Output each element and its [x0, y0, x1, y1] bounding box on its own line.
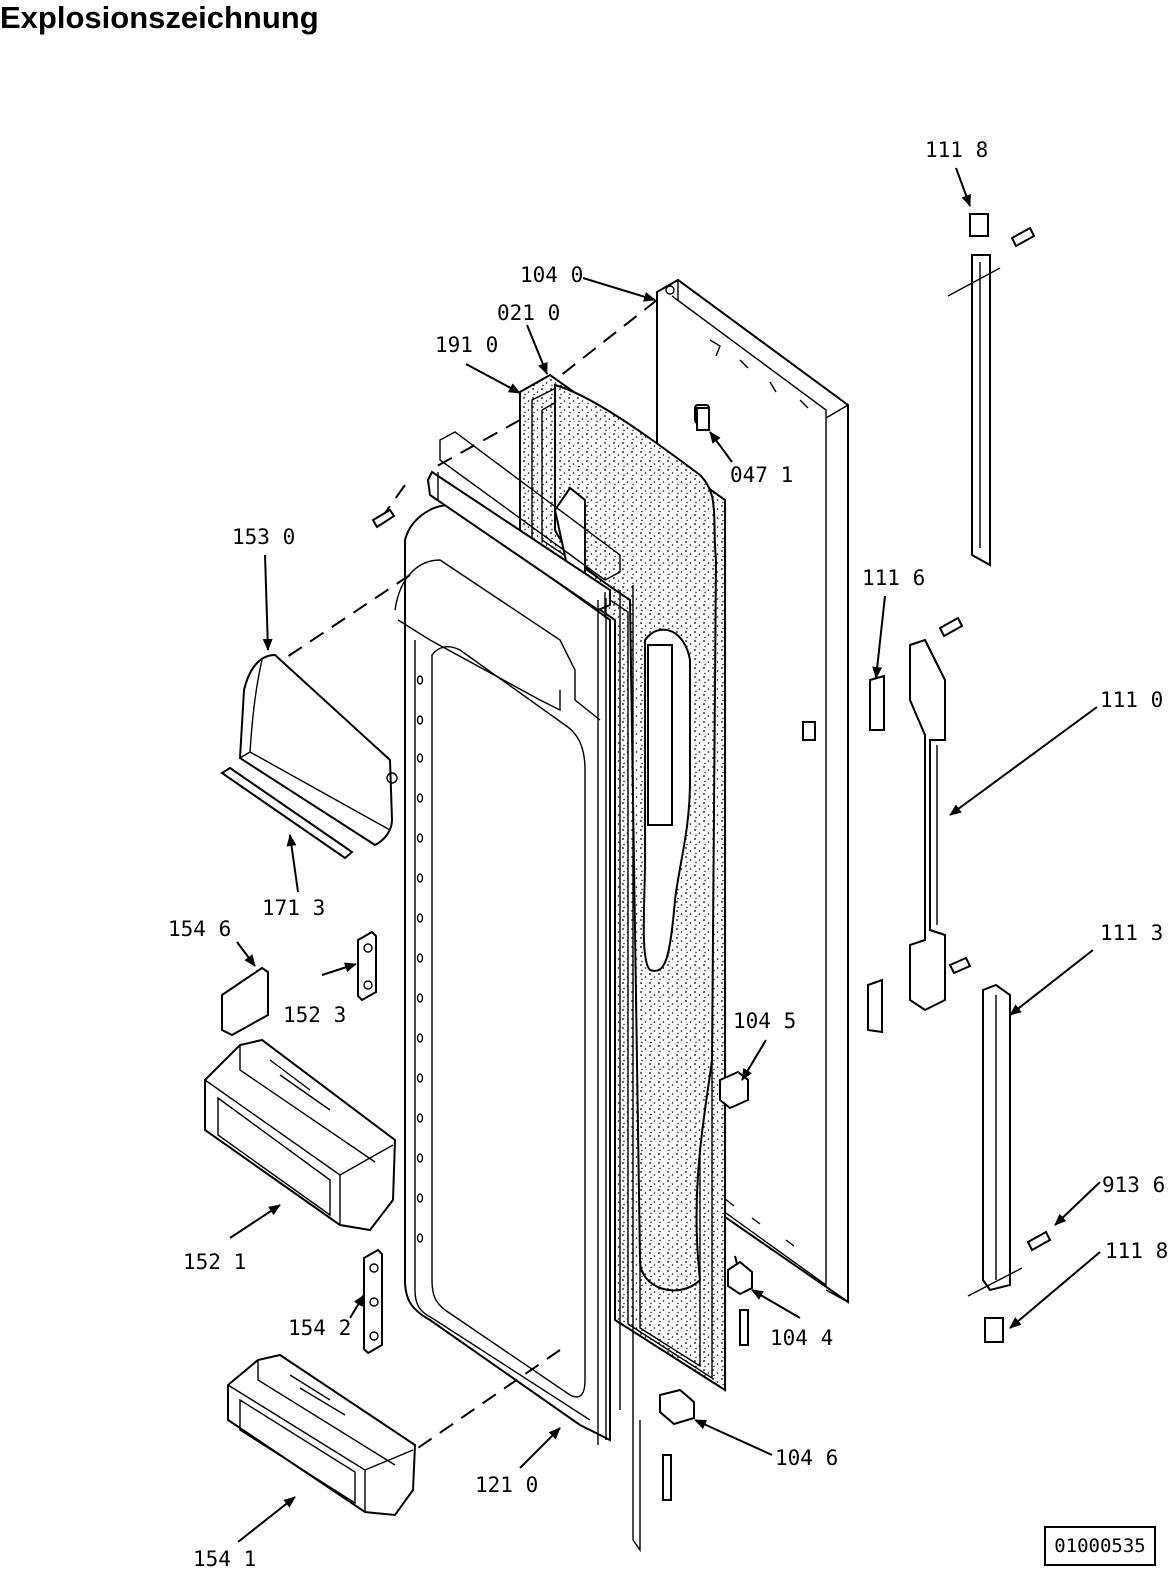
assembly-lines [274, 299, 741, 1451]
callout-111-8-top: 111 8 [925, 138, 988, 162]
top-hinge-strip [947, 213, 1001, 567]
callout-121-0: 121 0 [475, 1473, 538, 1497]
callout-104-0: 104 0 [520, 263, 583, 287]
hinge-brackets [659, 1070, 753, 1426]
callout-171-3: 171 3 [262, 896, 325, 920]
callout-104-5: 104 5 [733, 1009, 796, 1033]
callout-021-0: 021 0 [497, 301, 560, 325]
document-number: 01000535 [1044, 1526, 1156, 1566]
door-bin-upper [204, 1038, 397, 1232]
callout-154-2: 154 2 [288, 1316, 351, 1340]
callout-104-4: 104 4 [770, 1326, 833, 1350]
callout-191-0: 191 0 [435, 333, 498, 357]
callout-104-6: 104 6 [775, 1446, 838, 1470]
callout-154-1: 154 1 [193, 1547, 256, 1571]
callout-111-8-bottom: 111 8 [1105, 1239, 1168, 1263]
leader-arrows [229, 167, 1101, 1543]
page-title: Explosionszeichnung [0, 0, 319, 35]
screw-icons [371, 226, 1052, 1501]
door-bin-lower [227, 1353, 417, 1517]
callout-111-6: 111 6 [862, 566, 925, 590]
shelf-peg-holes [416, 675, 424, 1243]
callout-111-0: 111 0 [1100, 688, 1163, 712]
callout-111-3: 111 3 [1100, 921, 1163, 945]
insulation-foam [553, 383, 718, 1292]
small-clips [221, 930, 383, 1355]
callout-153-0: 153 0 [232, 525, 295, 549]
callout-152-3: 152 3 [283, 1003, 346, 1027]
bottom-trim-strip [967, 983, 1023, 1343]
door-handle [867, 638, 946, 1034]
callout-152-1: 152 1 [183, 1250, 246, 1274]
callout-047-1: 047 1 [730, 463, 793, 487]
dairy-compartment-cover [220, 653, 398, 860]
inner-door-liner [394, 431, 641, 1553]
callout-labels: 111 8 104 0 021 0 191 0 047 1 153 0 111 … [168, 138, 1168, 1571]
callout-154-6: 154 6 [168, 917, 231, 941]
callout-913-6: 913 6 [1102, 1173, 1165, 1197]
